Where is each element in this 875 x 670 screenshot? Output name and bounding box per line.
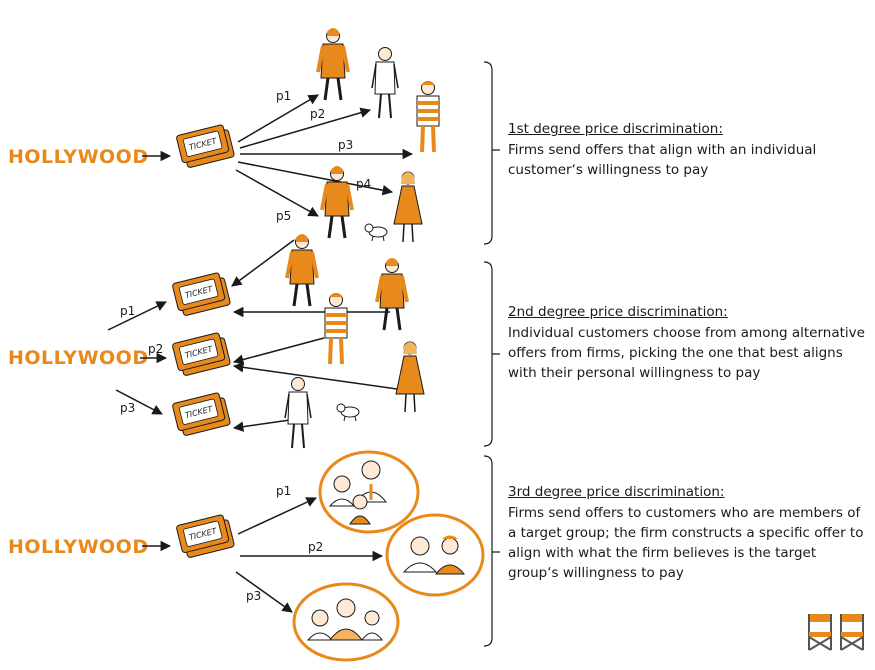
customer-figure	[285, 232, 319, 308]
arrow-choice	[232, 362, 405, 391]
price-label-p2: p2	[308, 540, 323, 554]
price-label-p1: p1	[120, 304, 135, 318]
arrow-p3	[115, 389, 163, 415]
hollywood-logo: HOLLYWOOD	[8, 536, 149, 558]
director-chair-icon	[840, 613, 864, 651]
section-1-title: 1st degree price discrimination:	[508, 121, 723, 137]
section-3-body: Firms send offers to customers who are m…	[508, 505, 864, 581]
arrow-p3	[235, 571, 293, 613]
target-group-circle	[292, 582, 400, 662]
price-label-p2: p2	[148, 342, 163, 356]
section-2-bracket	[483, 261, 500, 447]
arrow-choice	[232, 337, 325, 365]
customer-figure	[323, 291, 349, 366]
price-label-p2: p2	[310, 107, 325, 121]
price-label-p3: p3	[246, 589, 261, 603]
customer-figure	[320, 164, 354, 240]
ticket-icon: TICKET	[176, 514, 235, 558]
section-3-diagram: HOLLYWOOD TICKET p1 p2 p3	[8, 450, 500, 662]
hollywood-logo: HOLLYWOOD	[8, 146, 149, 168]
arrow-choice	[231, 239, 295, 287]
arrow-p1	[237, 497, 317, 535]
arrow-choice	[232, 419, 291, 432]
customer-figure	[393, 171, 423, 243]
price-label-p1: p1	[276, 89, 291, 103]
ticket-icon: TICKET	[172, 272, 231, 316]
target-group-circle	[318, 450, 420, 534]
arrow-p1	[107, 301, 167, 331]
customer-figure	[316, 26, 350, 102]
section-1-bracket	[483, 61, 500, 245]
section-1-description: 1st degree price discrimination: Firms s…	[508, 119, 868, 180]
dog-figure	[364, 223, 388, 242]
director-chair-icon	[808, 613, 832, 651]
customer-figure	[371, 46, 399, 119]
section-2-description: 2nd degree price discrimination: Individ…	[508, 302, 868, 383]
customer-figure	[375, 256, 409, 332]
section-2-title: 2nd degree price discrimination:	[508, 304, 728, 320]
dog-figure	[336, 403, 360, 422]
target-group-circle	[385, 513, 485, 597]
arrow-p1	[237, 94, 319, 143]
price-label-p5: p5	[276, 209, 291, 223]
hollywood-logo: HOLLYWOOD	[8, 347, 149, 369]
price-label-p4: p4	[356, 177, 371, 191]
ticket-icon: TICKET	[176, 124, 235, 168]
price-label-p1: p1	[276, 484, 291, 498]
section-2-diagram: HOLLYWOOD TICKET TICKET TICKET p1 p2 p3	[8, 232, 500, 449]
customer-figure	[415, 79, 441, 154]
section-3-title: 3rd degree price discrimination:	[508, 484, 725, 500]
arrow-p2	[239, 107, 372, 149]
arrow-p5	[235, 169, 319, 217]
section-2-body: Individual customers choose from among a…	[508, 325, 865, 381]
price-label-p3: p3	[120, 401, 135, 415]
section-1-diagram: HOLLYWOOD TICKET p1 p2 p3 p4 p5	[8, 26, 500, 245]
customer-figure	[284, 376, 312, 449]
section-3-description: 3rd degree price discrimination: Firms s…	[508, 482, 868, 583]
price-label-p3: p3	[338, 138, 353, 152]
ticket-icon: TICKET	[172, 392, 231, 436]
arrow-p4	[237, 161, 394, 196]
section-1-body: Firms send offers that align with an ind…	[508, 142, 817, 178]
ticket-icon: TICKET	[172, 332, 231, 376]
customer-figure	[395, 341, 425, 413]
section-3-bracket	[483, 455, 500, 647]
